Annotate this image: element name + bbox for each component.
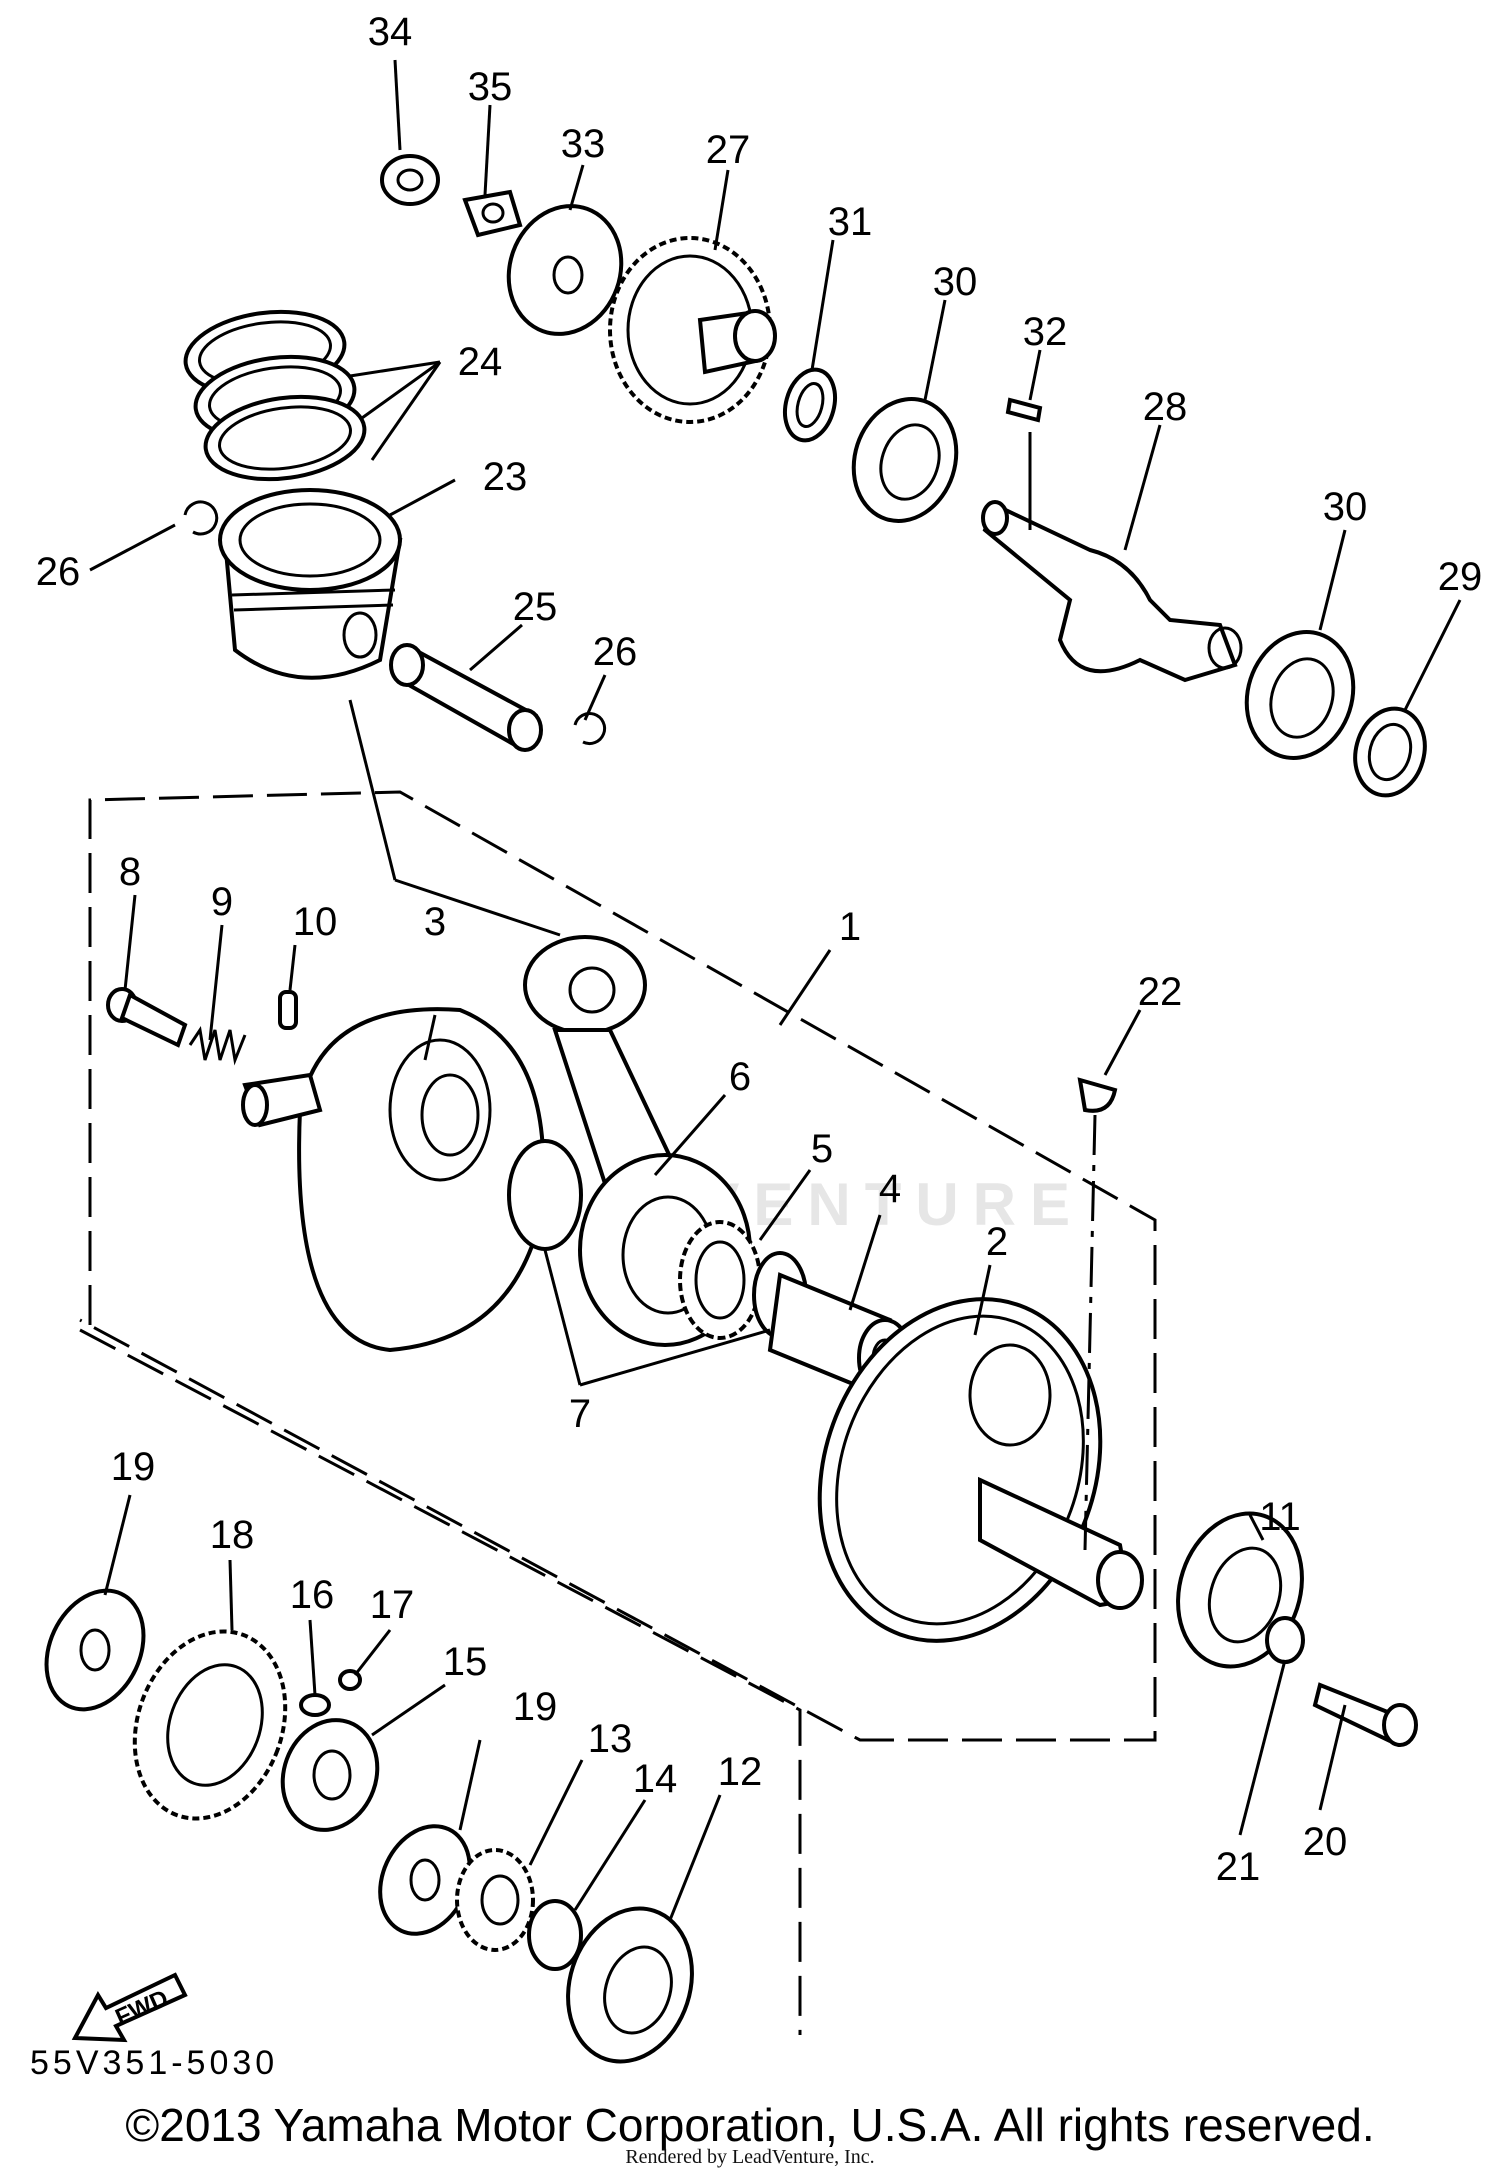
diagram-code: 55V351-5030 (30, 2044, 279, 2082)
callout-4: 4 (879, 1167, 901, 1211)
callout-18: 18 (210, 1513, 255, 1557)
bearing-lower (1244, 630, 1356, 760)
spacer-washer (783, 367, 837, 443)
washer (1265, 1616, 1305, 1664)
oil-seal (1353, 706, 1427, 798)
collar-washer (527, 1899, 583, 1971)
callout-33: 33 (561, 122, 606, 166)
callout-6: 6 (729, 1055, 751, 1099)
callout-21: 21 (1216, 1845, 1261, 1889)
primary-bearing (566, 1906, 694, 2064)
callout-19a: 19 (111, 1445, 156, 1489)
nut (380, 154, 440, 206)
gear-small (455, 1848, 535, 1952)
woodruff-key-upper (1005, 397, 1043, 423)
callout-12: 12 (718, 1750, 763, 1794)
callout-25: 25 (513, 585, 558, 629)
callout-15: 15 (443, 1640, 488, 1684)
hub (280, 1718, 380, 1832)
callout-3: 3 (424, 900, 446, 944)
circlip-right (573, 712, 607, 746)
callout-35: 35 (468, 65, 513, 109)
callout-7: 7 (569, 1392, 591, 1436)
dowel-pin (278, 990, 298, 1030)
plug-bolt (106, 987, 188, 1048)
rendered-by-credit: Rendered by LeadVenture, Inc. (625, 2146, 875, 2168)
leader-lines (89, 59, 1462, 1921)
lock-washer (462, 189, 523, 238)
callout-10: 10 (293, 900, 338, 944)
rod-reference-line (1083, 1114, 1097, 1551)
piston-rings (183, 309, 367, 482)
piston-pin (389, 643, 543, 752)
woodruff-key (1077, 1077, 1118, 1113)
thrust-washer-left (507, 1139, 583, 1251)
callout-26a: 26 (36, 550, 81, 594)
balancer-shaft (981, 432, 1243, 683)
crank-web-left (241, 1007, 546, 1353)
flange-bolt (1312, 1682, 1418, 1747)
callout-5: 5 (811, 1127, 833, 1171)
callout-11: 11 (1259, 1495, 1301, 1539)
spring-small (299, 1693, 331, 1717)
callout-numbers: 34 35 33 27 31 30 32 28 24 23 30 29 26 2… (36, 10, 1483, 1889)
callout-34: 34 (368, 10, 413, 54)
callout-1: 1 (839, 905, 861, 949)
primary-group-boundary (79, 1328, 802, 2035)
circlip-left (183, 500, 219, 536)
callout-14: 14 (633, 1757, 678, 1801)
callout-28: 28 (1143, 385, 1188, 429)
callout-8: 8 (119, 850, 141, 894)
ball (338, 1669, 362, 1691)
callout-23: 23 (483, 455, 528, 499)
fwd-arrow: FWD (71, 1972, 188, 2043)
callout-32: 32 (1023, 310, 1068, 354)
callout-26b: 26 (593, 630, 638, 674)
callout-29: 29 (1438, 555, 1483, 599)
callout-20: 20 (1303, 1820, 1348, 1864)
plate-left (44, 1588, 146, 1712)
needle-bearing (678, 1220, 762, 1340)
bearing-upper (851, 397, 959, 523)
balancer-drive-gear (608, 236, 777, 424)
callout-19b: 19 (513, 1685, 558, 1729)
callout-17: 17 (370, 1583, 415, 1627)
assembly-boundary (79, 790, 1157, 1742)
primary-drive-gear (132, 1629, 288, 1821)
callout-30b: 30 (1323, 485, 1368, 529)
callout-16: 16 (290, 1573, 335, 1617)
callout-31: 31 (828, 200, 873, 244)
callout-2: 2 (986, 1220, 1008, 1264)
callout-13: 13 (588, 1717, 633, 1761)
callout-9: 9 (211, 880, 233, 924)
piston (218, 488, 403, 680)
spring (188, 1026, 247, 1066)
callout-22: 22 (1138, 970, 1183, 1014)
callout-24: 24 (458, 340, 503, 384)
callout-30a: 30 (933, 260, 978, 304)
copyright-notice: ©2013 Yamaha Motor Corporation, U.S.A. A… (125, 2099, 1375, 2151)
callout-27: 27 (706, 128, 751, 172)
